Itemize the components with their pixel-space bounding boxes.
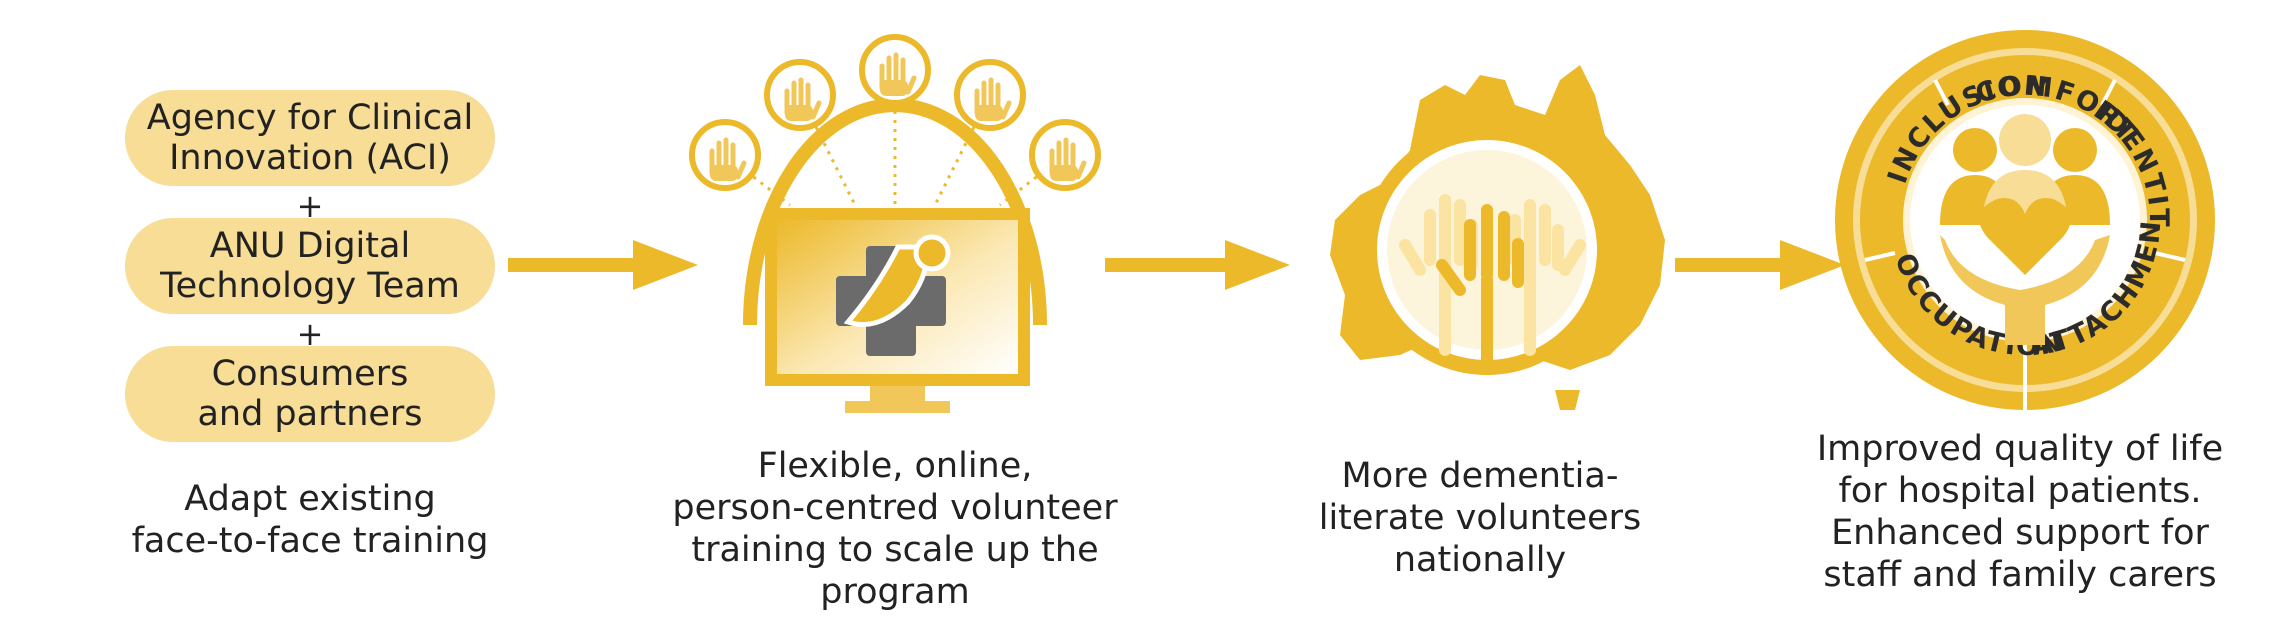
plus-sign: + bbox=[296, 315, 324, 353]
australia-map-icon bbox=[1330, 65, 1665, 410]
caption-line: Flexible, online, bbox=[757, 446, 1033, 486]
caption-line: Enhanced support for bbox=[1831, 513, 2209, 553]
raised-hand-icon bbox=[1029, 119, 1101, 191]
stage1-caption: Adapt existing face-to-face training bbox=[110, 478, 510, 562]
caption-line: Adapt existing bbox=[184, 479, 436, 519]
monitor-icon bbox=[765, 208, 1030, 413]
wellbeing-badge-icon: INCLUSION COMFORT IDENTITY ATTACHMENT OC… bbox=[1818, 1, 2215, 410]
online-training-illustration bbox=[689, 34, 1101, 413]
partner-box-consumers: Consumers and partners bbox=[125, 346, 495, 442]
partner-label: ANU Digital Technology Team bbox=[160, 226, 460, 306]
raised-hand-icon bbox=[1436, 204, 1524, 366]
caption-line: More dementia- bbox=[1341, 456, 1619, 496]
partner-label: Agency for Clinical Innovation (ACI) bbox=[146, 98, 474, 178]
stage2-caption: Flexible, online, person-centred volunte… bbox=[650, 445, 1140, 613]
right-arrow-icon bbox=[1105, 240, 1290, 290]
heart-icon bbox=[1979, 198, 2071, 275]
raised-hand-icon bbox=[954, 59, 1026, 131]
partner-box-aci: Agency for Clinical Innovation (ACI) bbox=[125, 90, 495, 186]
caption-line: training to scale up the bbox=[691, 530, 1099, 570]
stage4-caption: Improved quality of life for hospital pa… bbox=[1785, 428, 2255, 596]
caption-line: Improved quality of life bbox=[1816, 429, 2224, 469]
caption-line: literate volunteers bbox=[1318, 498, 1642, 538]
partner-label: Consumers and partners bbox=[197, 354, 423, 434]
raised-hand-icon bbox=[859, 34, 931, 106]
partner-box-anu: ANU Digital Technology Team bbox=[125, 218, 495, 314]
raised-hand-icon bbox=[689, 119, 761, 191]
caption-line: for hospital patients. bbox=[1838, 471, 2202, 511]
caption-line: person-centred volunteer bbox=[672, 488, 1118, 528]
raised-hand-icon bbox=[764, 59, 836, 131]
caption-line: nationally bbox=[1393, 540, 1567, 580]
caption-line: program bbox=[820, 572, 970, 612]
cupping-hands-icon bbox=[1940, 235, 2110, 345]
caption-line: staff and family carers bbox=[1823, 555, 2217, 595]
stage3-caption: More dementia- literate volunteers natio… bbox=[1280, 455, 1680, 581]
right-arrow-icon bbox=[1675, 240, 1845, 290]
plus-sign: + bbox=[296, 187, 324, 225]
right-arrow-icon bbox=[508, 240, 698, 290]
caption-line: face-to-face training bbox=[131, 521, 489, 561]
